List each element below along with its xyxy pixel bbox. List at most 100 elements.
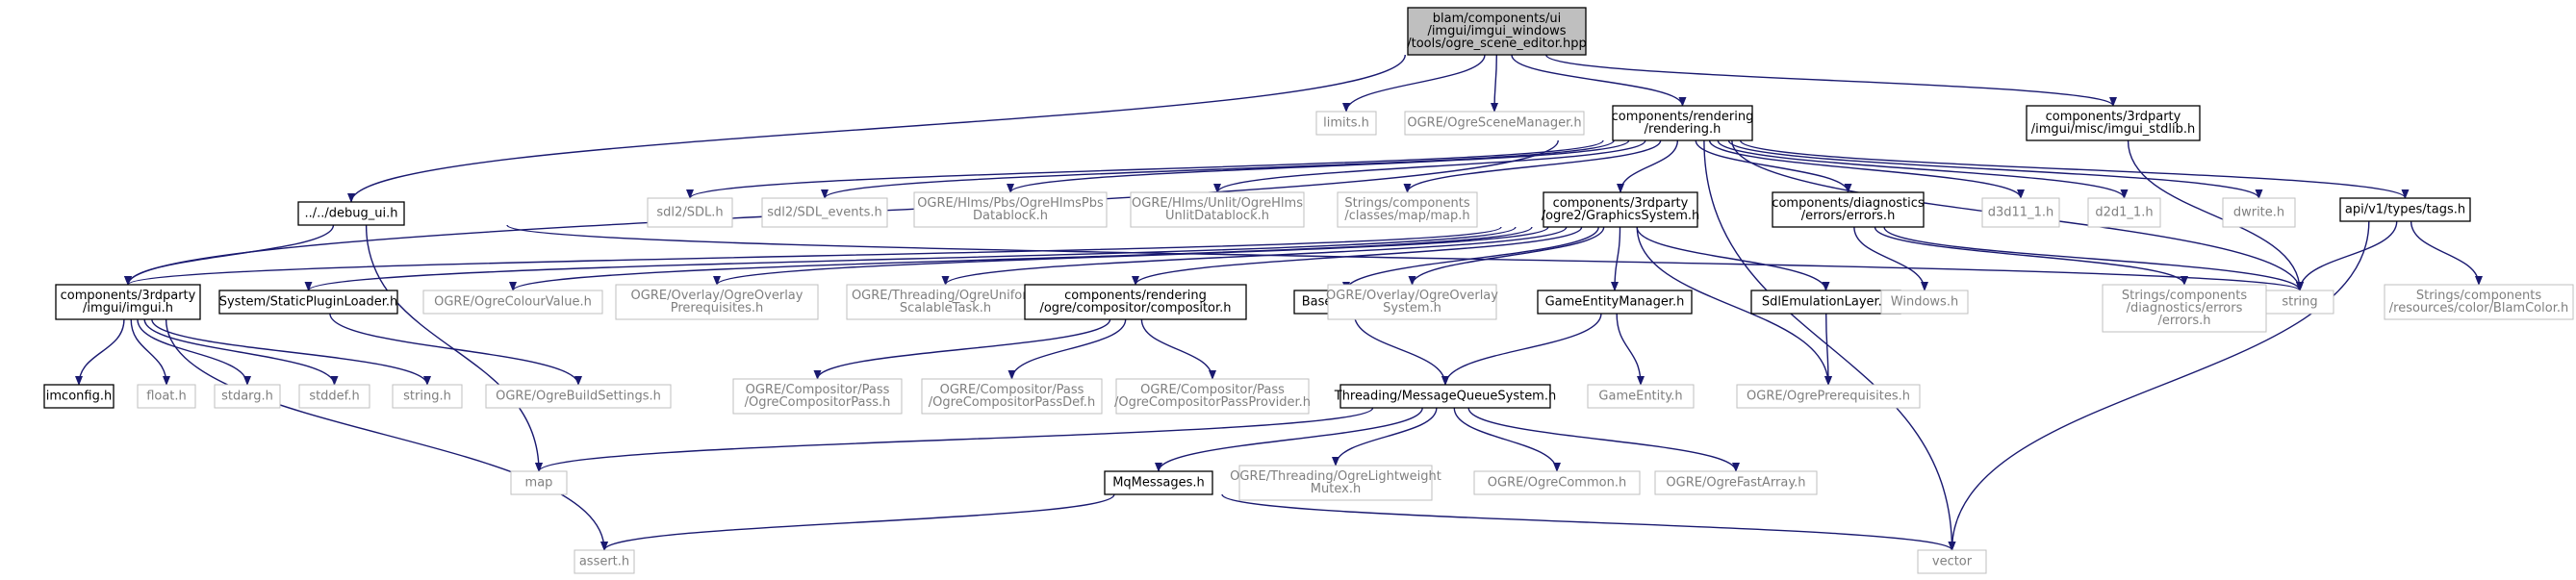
node-mq-messages[interactable]: MqMessages.h: [1104, 470, 1213, 495]
node-label: components/3rdparty: [61, 289, 196, 303]
node-box: [298, 384, 370, 409]
node-label: ../../debug_ui.h: [304, 207, 397, 221]
node-label: /imgui/imgui.h: [83, 301, 173, 315]
edge-graphics-system-to-ogre-prereq: [1636, 226, 1832, 386]
node-label: /OgreCompositorPass.h: [745, 395, 891, 410]
node-box: [1238, 465, 1433, 501]
node-sdl-events: sdl2/SDL_events.h: [761, 197, 888, 228]
node-sdl-emulation[interactable]: SdlEmulationLayer.h: [1750, 290, 1901, 315]
node-label: OGRE/Compositor/Pass: [746, 383, 890, 397]
edge-static-plugin-loader-to-build-settings: [329, 313, 582, 386]
node-comp-pass: OGRE/Compositor/Pass/OgreCompositorPass.…: [732, 378, 903, 415]
edge-debug-ui-to-imgui: [124, 224, 335, 286]
node-comp-pass-def: OGRE/Compositor/Pass/OgreCompositorPassD…: [921, 378, 1103, 415]
node-map: map: [510, 470, 568, 495]
node-label: Prerequisites.h: [671, 301, 763, 315]
node-label: /imgui/misc/imgui_stdlib.h: [2031, 122, 2196, 137]
edge-rendering-to-hlms-pbs: [1007, 139, 1630, 193]
node-box: [2102, 284, 2267, 333]
edge-tags-to-vector: [1948, 220, 2370, 551]
edge-root-to-limits: [1342, 54, 1486, 113]
node-label: OGRE/OgreFastArray.h: [1666, 476, 1805, 491]
edge-imgui-to-imconfig: [75, 318, 125, 386]
edge-rendering-to-sdl-events: [821, 139, 1615, 199]
node-label: GameEntity.h: [1598, 390, 1682, 404]
node-label: OGRE/OgreSceneManager.h: [1407, 116, 1581, 131]
node-box: [485, 384, 672, 409]
edge-graphics-system-to-static-plugin-loader: [304, 226, 1517, 291]
node-box: [297, 201, 405, 226]
node-label: OGRE/OgrePrerequisites.h: [1747, 390, 1910, 404]
edge-root-to-ogre-scene-manager: [1491, 54, 1499, 113]
node-label: Strings/components: [1344, 196, 1469, 211]
node-vector: vector: [1917, 549, 1987, 574]
node-label: sdl2/SDL_events.h: [767, 206, 881, 220]
node-diag-errors[interactable]: components/diagnostics/errors/errors.h: [1772, 191, 1925, 228]
node-debug-ui[interactable]: ../../debug_ui.h: [297, 201, 405, 226]
node-box: [1404, 111, 1585, 136]
node-label: components/rendering: [1064, 289, 1207, 303]
edge-imgui-to-assert: [165, 318, 608, 551]
node-label: OGRE/Hlms/Unlit/OgreHlms: [1132, 196, 1303, 211]
edge-rendering-to-tags: [1739, 139, 2410, 199]
node-strings-errors: Strings/components/diagnostics/errors/er…: [2102, 284, 2267, 333]
node-box: [913, 191, 1108, 228]
node-tags[interactable]: api/v1/types/tags.h: [2339, 197, 2471, 222]
node-box: [1024, 284, 1247, 320]
node-message-queue[interactable]: Threading/MessageQueueSystem.h: [1334, 384, 1556, 409]
node-box: [214, 384, 281, 409]
node-string-h: string.h: [392, 384, 463, 409]
node-static-plugin-loader[interactable]: System/StaticPluginLoader.h: [218, 290, 398, 315]
node-imconfig[interactable]: imconfig.h: [43, 384, 115, 409]
node-box: [1407, 7, 1587, 56]
node-label: /diagnostics/errors: [2127, 301, 2243, 315]
edge-rendering-to-d3d11: [1708, 139, 2025, 199]
node-imgui[interactable]: components/3rdparty/imgui/imgui.h: [55, 284, 201, 320]
node-box: [510, 470, 568, 495]
node-label: components/3rdparty: [1553, 196, 1689, 211]
node-imgui-stdlib[interactable]: components/3rdparty/imgui/misc/imgui_std…: [2026, 105, 2201, 141]
node-label: /OgreCompositorPassProvider.h: [1114, 395, 1311, 410]
node-label: /tools/ogre_scene_editor.hpp: [1407, 37, 1587, 51]
node-fast-array: OGRE/OgreFastArray.h: [1654, 470, 1818, 495]
node-box: [1772, 191, 1925, 228]
edge-graphics-system-to-overlay-system: [1408, 226, 1605, 286]
node-game-entity-manager[interactable]: GameEntityManager.h: [1537, 290, 1693, 315]
node-sdl: sdl2/SDL.h: [647, 197, 733, 228]
node-compositor[interactable]: components/rendering/ogre/compositor/com…: [1024, 284, 1247, 320]
edge-message-queue-to-lightweight-mutex: [1332, 407, 1438, 467]
edge-mq-messages-to-vector: [1221, 493, 1956, 551]
node-stddef: stddef.h: [298, 384, 370, 409]
node-rendering[interactable]: components/rendering/rendering.h: [1612, 105, 1754, 141]
edge-compositor-to-comp-pass-provider: [1140, 318, 1216, 380]
node-label: /OgreCompositorPassDef.h: [929, 395, 1095, 410]
edge-graphics-system-to-base-system: [1342, 226, 1599, 291]
node-label: GameEntityManager.h: [1545, 295, 1685, 310]
node-box: [2265, 290, 2334, 315]
node-label: OGRE/Overlay/OgreOverlay: [631, 289, 803, 303]
node-d3d11: d3d11_1.h: [1981, 197, 2060, 228]
node-label: float.h: [146, 390, 187, 404]
node-assert: assert.h: [574, 549, 635, 574]
node-strings-map: Strings/components/classes/map/map.h: [1337, 191, 1478, 228]
node-label: dwrite.h: [2233, 206, 2284, 220]
node-root[interactable]: blam/components/ui/imgui/imgui_windows/t…: [1407, 7, 1587, 56]
node-box: [1104, 470, 1213, 495]
node-box: [392, 384, 463, 409]
edge-graphics-system-to-imgui: [124, 226, 1502, 286]
edge-message-queue-to-ogre-common: [1453, 407, 1561, 472]
edge-message-queue-to-fast-array: [1467, 407, 1740, 472]
node-box: [732, 378, 903, 415]
edge-graphics-system-to-overlay-prereq: [713, 226, 1549, 286]
edge-graphics-system-to-colour-value: [509, 226, 1533, 291]
node-label: api/v1/types/tags.h: [2345, 203, 2465, 217]
node-graphics-system[interactable]: components/3rdparty/ogre2/GraphicsSystem…: [1542, 191, 1700, 228]
edge-rendering-to-hlms-unlit: [1213, 139, 1646, 193]
node-label: string.h: [403, 390, 451, 404]
node-label: /ogre/compositor/compositor.h: [1039, 301, 1231, 315]
node-box: [137, 384, 196, 409]
node-colour-value: OGRE/OgreColourValue.h: [422, 290, 603, 315]
node-box: [1587, 384, 1695, 409]
